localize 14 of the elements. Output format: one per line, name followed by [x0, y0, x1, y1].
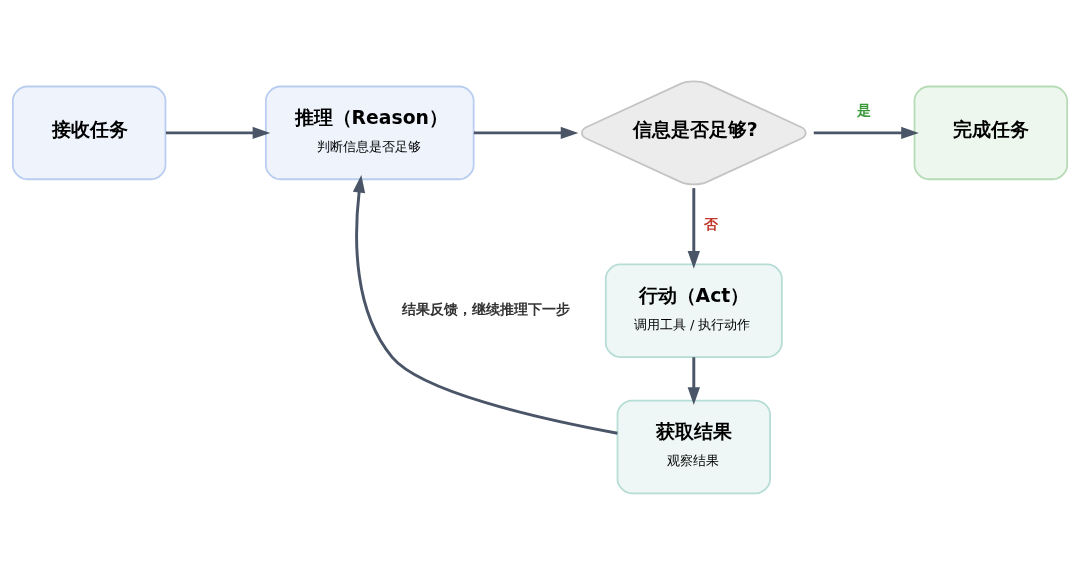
node-box: 推理（Reason） 判断信息是否足够	[265, 85, 475, 181]
edge-label: 是	[857, 102, 872, 119]
arrow	[687, 357, 700, 405]
arrow	[687, 188, 700, 269]
arrow	[473, 126, 579, 140]
node-box: 接收任务	[11, 85, 167, 181]
arrow	[165, 126, 271, 140]
node-box: 行动（Act） 调用工具 / 执行动作	[604, 263, 783, 358]
edge-label: 否	[703, 216, 718, 233]
edge-label: 结果反馈，继续推理下一步	[402, 300, 571, 317]
arrow	[352, 174, 618, 435]
arrow	[813, 126, 919, 140]
node-box: 获取结果 观察结果	[616, 399, 771, 495]
node-box: 完成任务	[913, 85, 1069, 181]
